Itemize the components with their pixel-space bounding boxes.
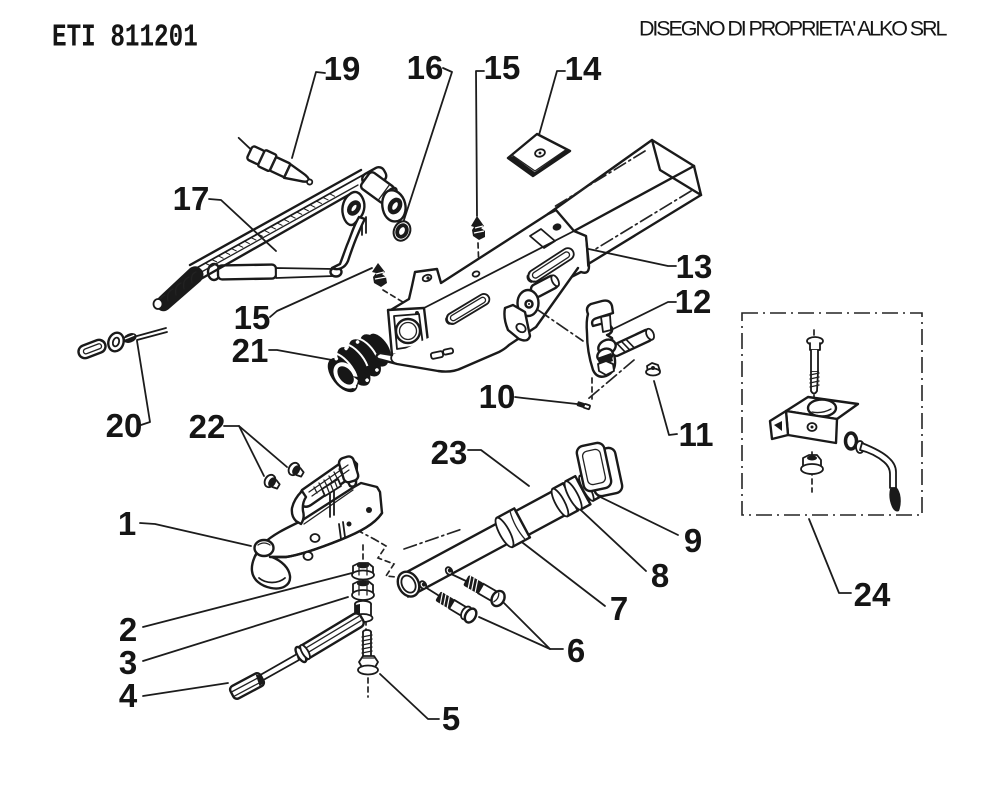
svg-text:8: 8 xyxy=(651,557,669,594)
svg-text:11: 11 xyxy=(679,416,714,453)
svg-text:DISEGNO DI PROPRIETA' ALKO SRL: DISEGNO DI PROPRIETA' ALKO SRL xyxy=(639,17,947,41)
svg-text:7: 7 xyxy=(610,590,628,627)
svg-text:13: 13 xyxy=(676,248,713,285)
svg-text:22: 22 xyxy=(189,408,226,445)
svg-text:15: 15 xyxy=(234,299,271,336)
svg-text:17: 17 xyxy=(173,180,210,217)
svg-text:23: 23 xyxy=(431,434,468,471)
svg-text:19: 19 xyxy=(324,50,361,87)
svg-text:1: 1 xyxy=(118,505,136,542)
svg-text:12: 12 xyxy=(675,283,712,320)
svg-text:20: 20 xyxy=(106,407,143,444)
svg-text:2: 2 xyxy=(119,611,137,648)
svg-text:6: 6 xyxy=(567,632,585,669)
svg-text:21: 21 xyxy=(232,332,269,369)
svg-text:9: 9 xyxy=(684,522,702,559)
svg-text:15: 15 xyxy=(484,49,521,86)
svg-text:3: 3 xyxy=(119,644,137,681)
svg-text:ETI 811201: ETI 811201 xyxy=(52,21,198,56)
svg-text:16: 16 xyxy=(407,49,444,86)
svg-text:24: 24 xyxy=(854,576,891,613)
svg-text:14: 14 xyxy=(565,50,602,87)
svg-text:10: 10 xyxy=(479,378,516,415)
svg-text:5: 5 xyxy=(442,700,460,737)
svg-text:4: 4 xyxy=(119,677,138,714)
